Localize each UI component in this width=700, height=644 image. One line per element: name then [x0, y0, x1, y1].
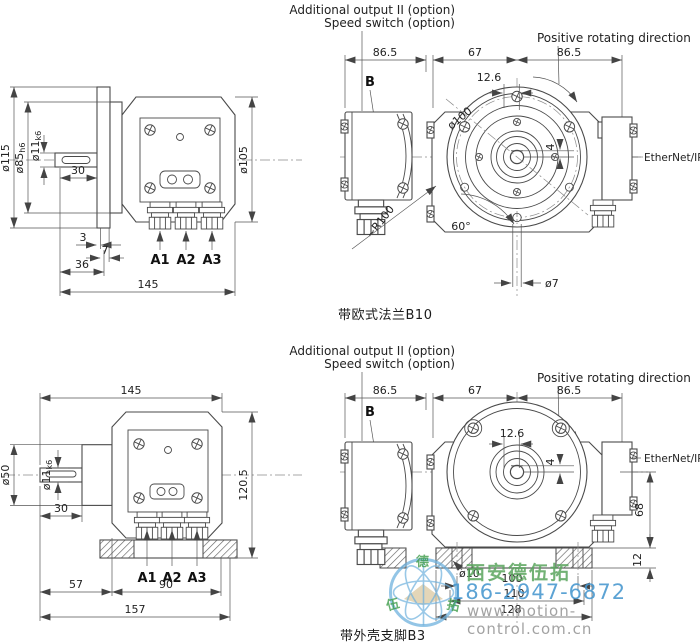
dim-157: 157 [125, 603, 146, 616]
connector-a2-label: A2 [176, 253, 195, 268]
dimensions-side-top: ø115 ø85h6 ø11k6 30 3 7 36 145 ø105 [0, 86, 258, 296]
section-b-label: B [365, 405, 375, 420]
right-connector-box [589, 116, 639, 228]
dim-d85-main: ø85 [13, 153, 26, 174]
dim-100: 100 [502, 572, 523, 585]
connector-a1-label: A1 [137, 571, 156, 586]
dim-86-5-left: 86.5 [373, 46, 398, 59]
dim-d11: ø11k6 [29, 131, 43, 161]
dim-d105: ø105 [237, 146, 250, 174]
dim-d11-main: ø11 [29, 141, 42, 162]
dim-110: 110 [504, 587, 525, 600]
dim-d11-tol: k6 [34, 131, 43, 141]
dim-12-6: 12.6 [477, 71, 502, 84]
dim-12-6: 12.6 [500, 427, 525, 440]
ethernet-label: EtherNet/IP [644, 453, 700, 465]
dim-36: 36 [75, 258, 89, 271]
ethernet-label: EtherNet/IP [644, 152, 700, 164]
dim-d50: ø50 [0, 465, 12, 486]
caption-foot-mount-b3: 带外壳支脚B3 [340, 629, 426, 644]
annotation-additional-output: Additional output II (option) [289, 3, 455, 17]
connector-arrows-b3: A1 A2 A3 [137, 530, 207, 586]
dim-120-5: 120.5 [237, 469, 250, 501]
annotation-speed-switch: Speed switch (option) [324, 357, 455, 371]
bottom-front-view: Additional output II (option) Speed swit… [289, 344, 700, 628]
encoder-body-front-b3 [425, 401, 603, 548]
annotation-speed-switch: Speed switch (option) [324, 16, 455, 30]
dim-128: 128 [501, 603, 522, 616]
connector-arrows: A1 A2 A3 [150, 231, 222, 268]
connector-a2-label: A2 [162, 571, 181, 586]
dim-key-4: 4 [544, 144, 557, 151]
dim-67: 67 [468, 46, 482, 59]
right-connector-box [589, 441, 639, 543]
dim-d85: ø85h6 [13, 143, 27, 174]
annotation-rotating-direction: Positive rotating direction [537, 31, 691, 45]
top-side-view: A1 A2 A3 ø115 ø85h6 ø11k6 30 3 7 36 145 … [0, 86, 302, 296]
dim-12: 12 [631, 553, 644, 567]
top-width-dimensions: 86.5 67 86.5 [344, 46, 623, 122]
dim-d115: ø115 [0, 144, 12, 172]
dim-86-5-right: 86.5 [557, 384, 582, 397]
connector-a3-label: A3 [202, 253, 221, 268]
section-b-label: B [365, 75, 375, 90]
left-connector-box [339, 111, 413, 236]
bottom-side-view: A1 A2 A3 145 ø50 ø11k6 30 120.5 57 90 15… [0, 384, 302, 621]
dim-d11-main: ø11 [40, 470, 53, 491]
top-width-dimensions: 86.5 67 86.5 [344, 384, 623, 445]
dim-90: 90 [159, 578, 173, 591]
dim-3: 3 [80, 231, 87, 244]
dim-145: 145 [121, 384, 142, 397]
dim-67: 67 [468, 384, 482, 397]
dim-68: 68 [633, 503, 646, 517]
connector-a3-label: A3 [187, 571, 206, 586]
dimensions-side-bottom: 145 ø50 ø11k6 30 120.5 57 90 157 [0, 384, 258, 621]
encoder-body-side-b3 [39, 411, 238, 559]
dim-d85-tol: h6 [18, 143, 27, 153]
dim-57: 57 [69, 578, 83, 591]
dim-30: 30 [54, 502, 68, 515]
dim-key-4: 4 [544, 459, 557, 466]
left-connector-box [339, 441, 413, 569]
rotation-arrow [532, 76, 578, 103]
dim-145: 145 [138, 278, 159, 291]
caption-euro-flange-b10: 带欧式法兰B10 [338, 308, 433, 323]
dim-30: 30 [71, 164, 85, 177]
top-front-view: Additional output II (option) Speed swit… [289, 3, 700, 296]
dim-d11: ø11k6 [40, 460, 54, 490]
encoder-body-side [54, 86, 236, 230]
front-detail-dimensions-b3: 12.6 4 68 12 ø10 100 110 128 [435, 427, 656, 621]
dim-86-5-left: 86.5 [373, 384, 398, 397]
dim-60deg: 60° [451, 220, 471, 233]
dim-d11-tol: k6 [45, 460, 54, 470]
connector-a1-label: A1 [150, 253, 169, 268]
dim-86-5-right: 86.5 [557, 46, 582, 59]
encoder-body-front [425, 86, 606, 233]
dim-7: 7 [102, 244, 109, 257]
dim-d7: ø7 [545, 277, 559, 290]
annotation-additional-output: Additional output II (option) [289, 344, 455, 358]
annotation-rotating-direction: Positive rotating direction [537, 371, 691, 385]
dim-slot-d10: ø10 [459, 567, 480, 580]
